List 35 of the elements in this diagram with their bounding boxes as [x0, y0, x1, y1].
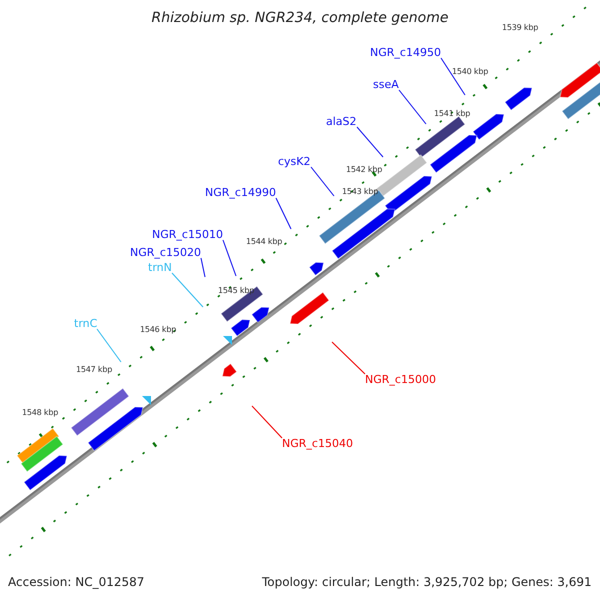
scale-label: 1539 kbp [502, 24, 538, 32]
leader-line [222, 240, 236, 276]
leader-line [252, 406, 282, 438]
leader-line [356, 126, 384, 158]
title-text: Rhizobium sp. NGR234, complete genome [150, 11, 450, 25]
leader-line [332, 342, 366, 374]
scale-label: 1544 kbp [246, 238, 282, 246]
gene-label: NGR_c15040 [282, 438, 353, 449]
gene-label: trnC [74, 318, 98, 329]
scale-label: 1548 kbp [22, 409, 58, 417]
leader-line [276, 198, 292, 230]
gene-label: NGR_c14950 [370, 47, 441, 58]
gene-label: trnN [148, 262, 172, 273]
leader-line [398, 90, 426, 124]
scale-label: 1540 kbp [452, 68, 488, 76]
scale-label: 1547 kbp [76, 366, 112, 374]
gene-label: NGR_c14990 [205, 187, 276, 198]
gene-label: alaS2 [326, 116, 357, 127]
gene-label: sseA [373, 79, 399, 90]
scale-label: 1545 kbp [218, 287, 254, 295]
scale-label: 1542 kbp [346, 166, 382, 174]
gene-label: NGR_c15020 [130, 247, 201, 258]
leader-line [440, 58, 466, 96]
accession-text: Accession: NC_012587 [8, 576, 144, 588]
gene-label: NGR_c15000 [365, 374, 436, 385]
leader-line [96, 328, 122, 362]
scale-label: 1541 kbp [434, 110, 470, 118]
leader-line [200, 258, 206, 278]
leader-line [310, 166, 334, 196]
gene-label: NGR_c15010 [152, 229, 223, 240]
gene-label: cysK2 [278, 156, 311, 167]
scale-label: 1546 kbp [140, 326, 176, 334]
leader-line [172, 272, 204, 308]
genome-info-text: Topology: circular; Length: 3,925,702 bp; Genes: 3,691 [262, 576, 592, 588]
scale-label: 1543 kbp [342, 188, 378, 196]
